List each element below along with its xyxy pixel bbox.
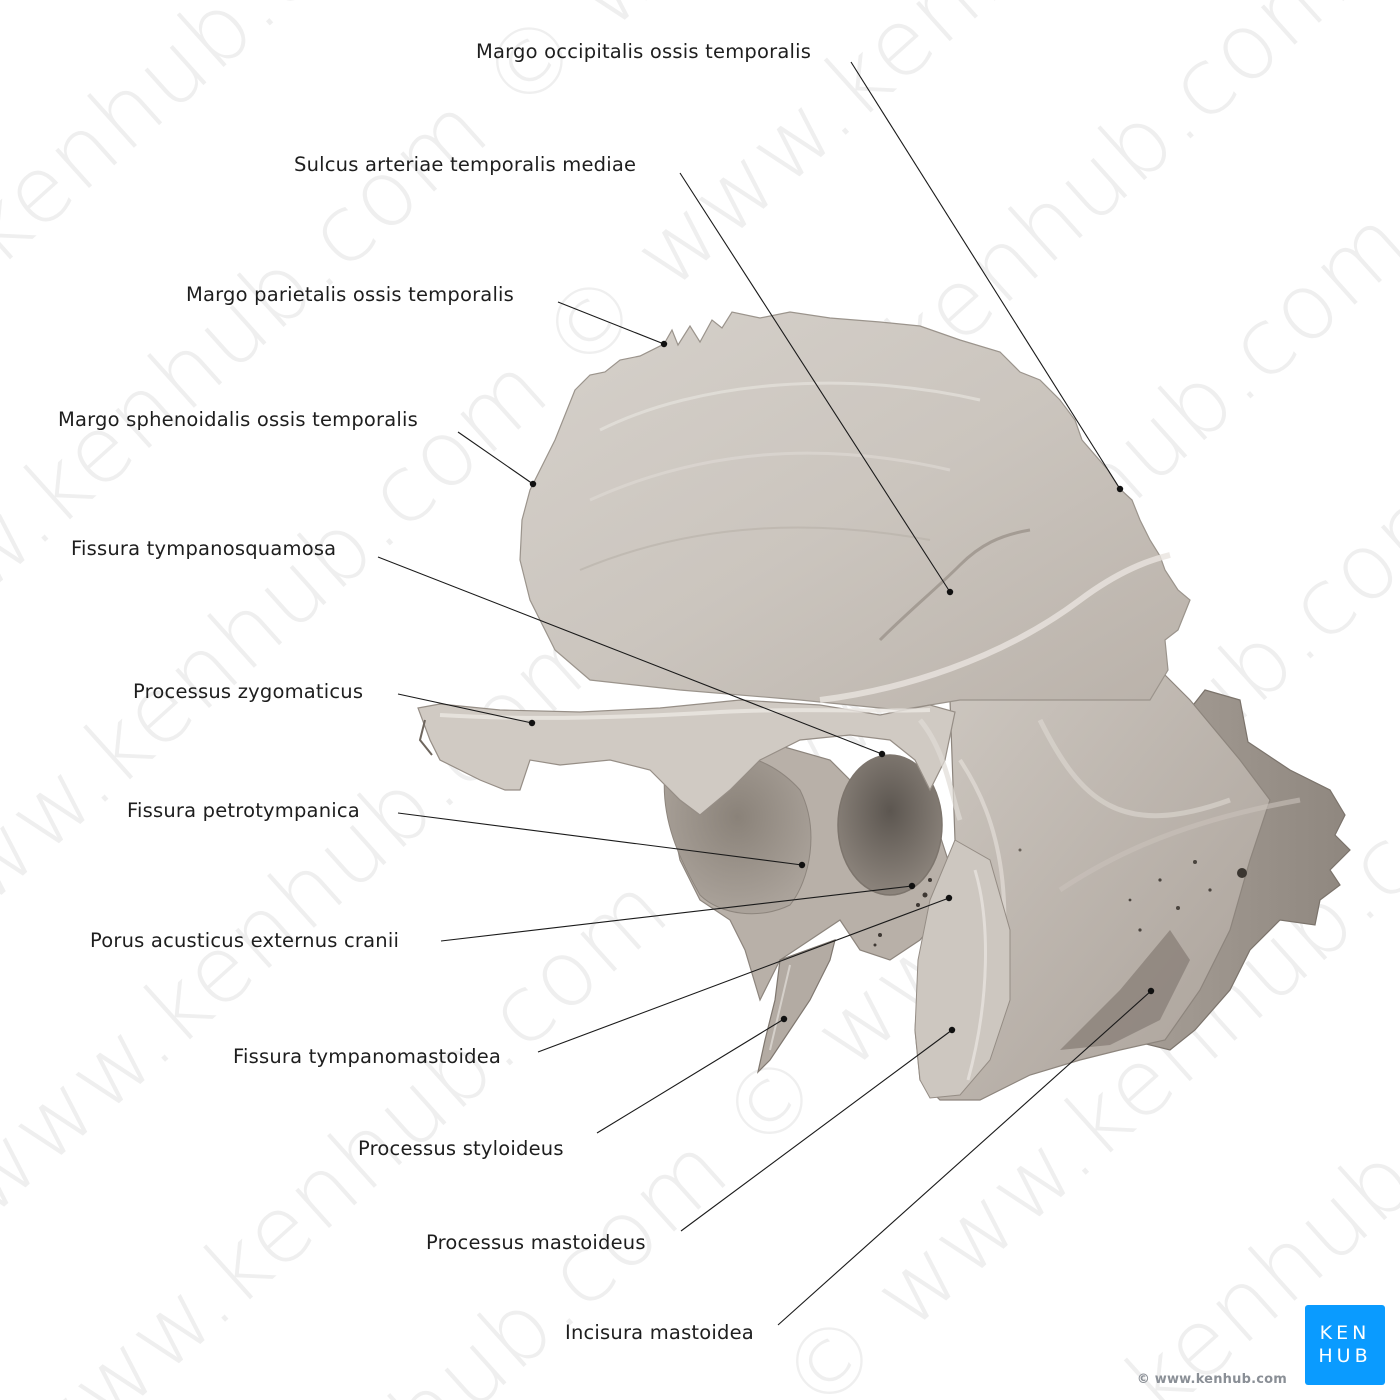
label-margo-occipitalis: Margo occipitalis ossis temporalis [476,40,812,63]
label-processus-styloideus: Processus styloideus [358,1137,564,1160]
leader-line-porus-acusticus [440,885,913,942]
leader-line-processus-zygomaticus [397,693,533,724]
leader-line-fissura-tympanomastoidea [537,897,950,1053]
mastoid-process [914,839,1011,1099]
label-processus-zygomaticus: Processus zygomaticus [133,680,364,703]
anchor-dot-margo-sphenoidalis [529,480,537,488]
label-margo-parietalis: Margo parietalis ossis temporalis [186,283,515,306]
logo-line-2: HUB [1318,1345,1372,1367]
logo-line-1: KEN [1319,1322,1371,1345]
label-processus-mastoideus: Processus mastoideus [426,1231,646,1254]
label-sulcus-arteriae-temporalis-mediae: Sulcus arteriae temporalis mediae [294,153,637,176]
anchor-dot-processus-zygomaticus [528,719,536,727]
squamous-part [519,311,1191,711]
leader-line-incisura-mastoidea [777,990,1152,1326]
label-margo-sphenoidalis: Margo sphenoidalis ossis temporalis [58,408,419,431]
label-fissura-petrotympanica: Fissura petrotympanica [127,799,360,822]
anchor-dot-margo-parietalis [660,340,668,348]
anchor-dot-fissura-tympanomastoidea [945,894,953,902]
anchor-dot-processus-styloideus [780,1015,788,1023]
leader-lines [377,61,1155,1326]
leader-line-processus-mastoideus [680,1029,953,1232]
label-incisura-mastoidea: Incisura mastoidea [565,1321,754,1344]
leader-line-processus-styloideus [596,1018,785,1134]
anchor-dot-sulcus-arteriae [946,588,954,596]
anchor-dot-fissura-tympanosquamosa [878,750,886,758]
leader-line-margo-parietalis [557,301,665,345]
label-porus-acusticus-externus: Porus acusticus externus cranii [90,929,400,952]
anchor-dot-margo-occipitalis [1116,485,1124,493]
anchor-dot-processus-mastoideus [948,1026,956,1034]
leader-line-sulcus-arteriae [679,172,951,593]
leader-line-fissura-tympanosquamosa [377,556,883,755]
label-fissura-tympanosquamosa: Fissura tympanosquamosa [71,537,337,560]
leader-line-margo-sphenoidalis [457,431,534,485]
anchor-dot-incisura-mastoidea [1147,987,1155,995]
kenhub-logo[interactable]: KEN HUB [1305,1305,1385,1385]
leader-line-fissura-petrotympanica [397,812,803,866]
leader-line-margo-occipitalis [850,61,1121,490]
styloid-process [756,939,836,1074]
zygomatic-process [417,699,963,821]
label-fissura-tympanomastoidea: Fissura tympanomastoidea [233,1045,502,1068]
anchor-dot-fissura-petrotympanica [798,861,806,869]
copyright-text: © www.kenhub.com [1136,1372,1287,1387]
anchor-dot-porus-acusticus [908,882,916,890]
